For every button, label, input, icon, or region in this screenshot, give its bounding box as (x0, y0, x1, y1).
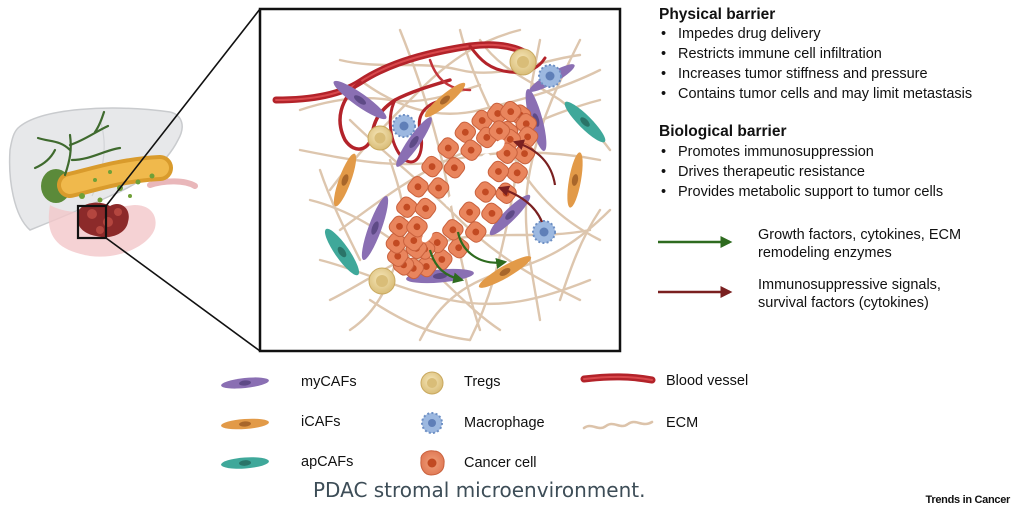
cancer-cell-nucleus (472, 228, 480, 236)
cancer-cell-nucleus (449, 226, 457, 234)
ecm-icon (582, 420, 654, 430)
cancer-cell-nucleus (435, 184, 442, 192)
cancer-cell-nucleus (410, 237, 418, 244)
list-item: Increases tumor stiffness and pressure (658, 64, 972, 84)
cancer-cell-nucleus (478, 117, 486, 124)
legend-icafs-label: iCAFs (301, 414, 341, 430)
gland-lumen (479, 153, 490, 166)
biological-barrier-list: Promotes immunosuppression Drives therap… (658, 142, 943, 202)
list-item: Contains tumor cells and may limit metas… (658, 84, 972, 104)
gland-lumen (464, 175, 476, 188)
cancer-cell-nucleus (413, 223, 421, 231)
cancer-cell-nucleus (422, 205, 429, 212)
cancer-cell-nucleus (467, 146, 475, 154)
cancer-cell-nucleus (455, 244, 463, 252)
biological-barrier-title: Biological barrier (659, 123, 787, 140)
legend-mycafs-label: myCAFs (301, 374, 357, 390)
legend-tregs-label: Tregs (464, 374, 501, 390)
gland-lumen (421, 230, 433, 243)
cancer-cell-nucleus (483, 134, 491, 141)
green-arrow-label: Growth factors, cytokines, ECM remodelin… (758, 227, 962, 261)
legend-macrophage-label: Macrophage (464, 415, 545, 431)
cancer-cell-nucleus (466, 208, 474, 216)
cancer-cell-nucleus (522, 120, 530, 128)
treg-cells (367, 48, 537, 295)
cancer-cell-nucleus (433, 239, 441, 246)
cancer-cell-nucleus (495, 168, 502, 175)
physical-barrier-list: Impedes drug delivery Restricts immune c… (658, 24, 972, 104)
list-item: Promotes immunosuppression (658, 142, 943, 162)
red-arrow-label: Immunosuppressive signals, survival fact… (758, 277, 941, 311)
gland-lumen (445, 194, 457, 207)
cancer-cell-nucleus (392, 239, 400, 247)
figure-caption: PDAC stromal microenvironment. (313, 478, 646, 502)
legend-cancer-cell-label: Cancer cell (464, 455, 537, 471)
zoom-line-top (105, 8, 261, 207)
legend-apcafs-label: apCAFs (301, 454, 354, 470)
list-item: Restricts immune cell infiltration (658, 44, 972, 64)
cancer-cell-nucleus (524, 133, 532, 141)
cancer-cell-nucleus (422, 263, 430, 270)
zoom-line-bottom (105, 237, 261, 352)
gland-lumen (432, 215, 443, 228)
gland-lumen (493, 139, 505, 152)
cancer-cell-nucleus (428, 163, 436, 171)
cancer-cell-nucleus (482, 188, 489, 196)
cancer-cell-nucleus (507, 108, 515, 116)
cancer-cell-nucleus (496, 127, 503, 135)
signal-arrows (428, 139, 557, 284)
cancer-cell-nucleus (396, 222, 403, 230)
cancer-cell-nucleus (503, 149, 511, 157)
list-item: Impedes drug delivery (658, 24, 972, 44)
organ-illustration (8, 107, 198, 257)
cancer-cell-nucleus (513, 169, 521, 177)
journal-credit: Trends in Cancer (925, 494, 1011, 506)
physical-barrier-title: Physical barrier (659, 6, 776, 23)
cancer-cell-nucleus (521, 150, 528, 158)
legend-blood-vessel-label: Blood vessel (666, 373, 749, 389)
icaf-icon (221, 418, 269, 430)
cancer-cell-nucleus (403, 203, 411, 211)
apcaf-icon (221, 457, 269, 469)
caf-cells (324, 64, 606, 288)
cancer-cell-icon (420, 450, 445, 476)
cancer-cell-nucleus (506, 136, 514, 143)
cancer-cell-nucleus (394, 252, 402, 260)
cancer-cell-nucleus (444, 144, 452, 152)
cancer-cell-nucleus (414, 183, 422, 191)
treg-icon (420, 371, 444, 395)
blood-vessel-icon (580, 373, 656, 384)
cancer-cell-nucleus (488, 209, 496, 217)
cancer-cell-nucleus (461, 128, 469, 136)
cancer-cell-nucleus (494, 110, 502, 117)
cancer-cell-nucleus (450, 164, 458, 172)
macrophage-icon (421, 412, 443, 434)
list-item: Provides metabolic support to tumor cell… (658, 182, 943, 202)
legend-ecm-label: ECM (666, 415, 699, 431)
microenvironment-panel (258, 7, 622, 353)
legend-glyphs (221, 371, 656, 476)
cancer-cell-nucleus (438, 256, 446, 263)
macrophage-cells (392, 64, 562, 244)
list-item: Drives therapeutic resistance (658, 162, 943, 182)
mycaf-icon (221, 377, 269, 389)
